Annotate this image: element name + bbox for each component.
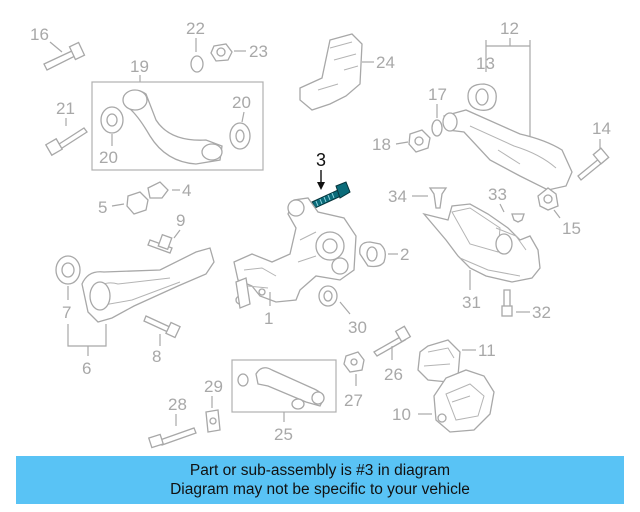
callout-32: 32	[532, 303, 551, 322]
part-19-control-arm	[122, 89, 223, 165]
callout-6-7-bracket	[67, 286, 107, 356]
part-1-knuckle	[233, 197, 357, 309]
part-34-clip	[412, 187, 448, 209]
banner-line-part: Part or sub-assembly is #3 in diagram	[189, 462, 451, 479]
part-6-spring-link	[81, 247, 215, 323]
part-2-bushing	[359, 241, 398, 268]
part-25-link	[237, 367, 325, 410]
callout-34: 34	[388, 187, 407, 206]
part-29-clip	[205, 396, 221, 433]
callout-17: 17	[428, 85, 447, 104]
callout-20-left: 20	[99, 148, 118, 167]
callout-4: 4	[182, 181, 191, 200]
callout-27: 27	[344, 391, 363, 410]
callout-33: 33	[488, 185, 507, 204]
callout-6: 6	[82, 359, 91, 378]
part-15-bushing	[537, 187, 561, 219]
part-22-clip	[190, 38, 204, 73]
part-33-stud	[499, 203, 525, 223]
part-3-bolt-highlighted	[311, 181, 351, 209]
callout-20-right: 20	[232, 93, 251, 112]
part-24-bracket	[299, 33, 374, 111]
callout-29: 29	[204, 377, 223, 396]
part-4-clip	[147, 181, 180, 199]
callout-31: 31	[462, 293, 481, 312]
callout-30: 30	[348, 318, 367, 337]
banner-line-disclaimer: Diagram may not be specific to your vehi…	[170, 481, 470, 498]
callout-12-bracket	[485, 38, 531, 138]
callout-10: 10	[392, 405, 411, 424]
callout-22: 22	[186, 19, 205, 38]
part-14-bolt	[577, 139, 610, 181]
callout-3-arrow	[317, 182, 325, 190]
part-30-bushing	[318, 285, 351, 315]
callout-1: 1	[264, 309, 273, 328]
assembly-19-box	[91, 81, 264, 171]
callout-26: 26	[384, 365, 403, 384]
callout-5: 5	[98, 198, 107, 217]
callout-2: 2	[400, 245, 409, 264]
callout-18: 18	[372, 135, 391, 154]
callout-11: 11	[478, 341, 496, 360]
part-12-lower-arm	[442, 109, 573, 191]
callout-23: 23	[249, 42, 268, 61]
part-20-bushing-left	[100, 106, 124, 146]
callout-19: 19	[130, 57, 149, 76]
callout-3: 3	[316, 150, 326, 170]
callout-16: 16	[30, 25, 49, 44]
part-20-bushing-right	[229, 111, 251, 150]
part-9-bolt	[147, 229, 181, 254]
part-28-bolt	[147, 414, 197, 449]
part-16-bolt	[43, 41, 86, 71]
callout-15: 15	[562, 219, 581, 238]
part-18-nut	[395, 129, 431, 153]
part-32-bolt	[501, 289, 530, 317]
part-7-bushing	[55, 255, 81, 285]
callout-7: 7	[62, 303, 71, 322]
part-10-bracket	[418, 369, 495, 433]
callout-21: 21	[56, 99, 75, 118]
part-5-nut	[111, 191, 149, 215]
callout-14: 14	[592, 119, 611, 138]
callout-8: 8	[152, 347, 161, 366]
part-26-bolt	[373, 325, 412, 360]
part-13-bushing	[467, 83, 497, 111]
part-31-spring-plate	[422, 203, 541, 290]
part-27-nut	[343, 351, 365, 386]
callout-12: 12	[500, 19, 519, 38]
callout-25: 25	[274, 425, 293, 444]
part-info-banner: Part or sub-assembly is #3 in diagram Di…	[16, 456, 624, 504]
part-8-bolt	[143, 315, 181, 346]
part-23-nut	[210, 43, 246, 62]
callout-28: 28	[168, 395, 187, 414]
callout-9: 9	[176, 211, 185, 230]
part-17-washer	[431, 104, 443, 137]
part-21-bolt	[44, 118, 88, 157]
callout-24: 24	[376, 53, 395, 72]
callout-13: 13	[476, 54, 495, 73]
